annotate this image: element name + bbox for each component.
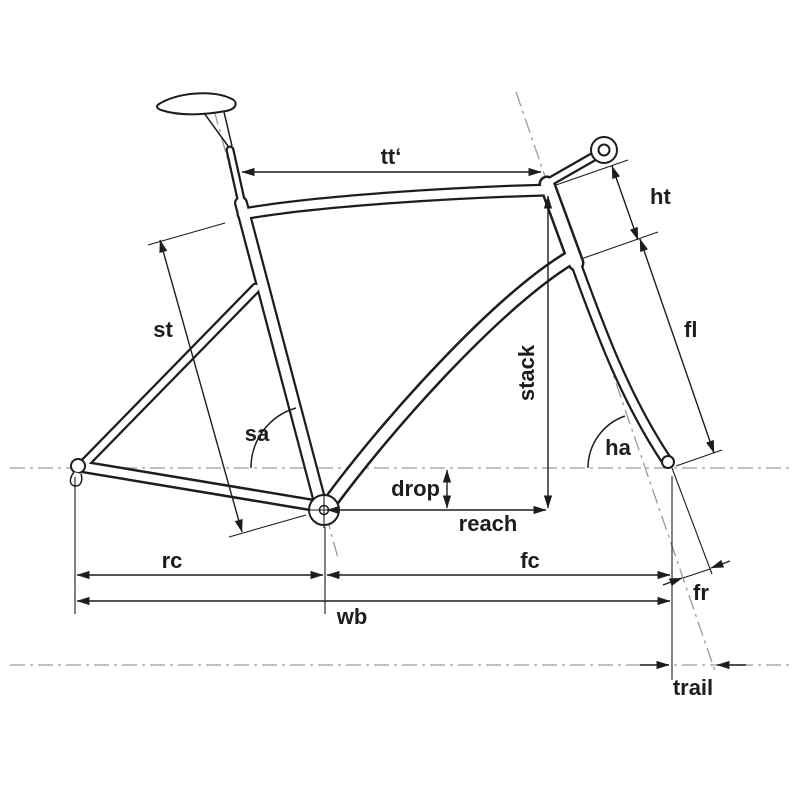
fl-label: fl xyxy=(684,317,697,342)
bike-frame xyxy=(69,92,675,528)
fl-axle-tick xyxy=(675,449,723,467)
fork-crown-tick xyxy=(580,231,659,260)
trail-label: trail xyxy=(673,675,713,700)
st-top-tick xyxy=(147,222,226,246)
dimensions: tt‘ ht st fl stack reach drop rc fc wb f… xyxy=(74,144,746,700)
handlebar-clamp-inner xyxy=(597,143,611,157)
rear-dropout xyxy=(70,458,86,474)
fc-label: fc xyxy=(520,548,540,573)
sa-label: sa xyxy=(245,421,270,446)
st-bottom-tick xyxy=(228,514,307,538)
fr-arrow-right xyxy=(710,559,731,569)
steering-axis-centerline xyxy=(515,91,717,675)
fr-connector xyxy=(682,568,711,579)
front-dropout xyxy=(661,455,675,469)
ht-top-tick xyxy=(555,159,629,186)
rc-label: rc xyxy=(162,548,183,573)
saddle-rail xyxy=(203,112,229,147)
stack-label: stack xyxy=(514,344,539,401)
fr-arrow-left xyxy=(662,577,683,587)
fl-dimension-line xyxy=(639,238,715,454)
drop-label: drop xyxy=(391,476,440,501)
fr-label: fr xyxy=(693,580,709,605)
saddle-rail-2 xyxy=(223,111,233,147)
wb-label: wb xyxy=(336,604,368,629)
centerlines xyxy=(10,91,790,675)
ht-dimension-line xyxy=(611,165,639,241)
sa-angle-arc xyxy=(250,407,297,469)
saddle xyxy=(155,92,237,116)
reach-label: reach xyxy=(459,511,518,536)
fork-offset-parallel-line xyxy=(671,467,713,575)
ht-label: ht xyxy=(650,184,671,209)
frame-details xyxy=(69,92,675,528)
st-label: st xyxy=(153,317,173,342)
ha-label: ha xyxy=(605,435,631,460)
st-dimension-line xyxy=(159,239,243,533)
derailleur-hanger xyxy=(69,471,83,487)
tt-label: tt‘ xyxy=(381,144,402,169)
ha-angle-arc xyxy=(587,415,626,469)
